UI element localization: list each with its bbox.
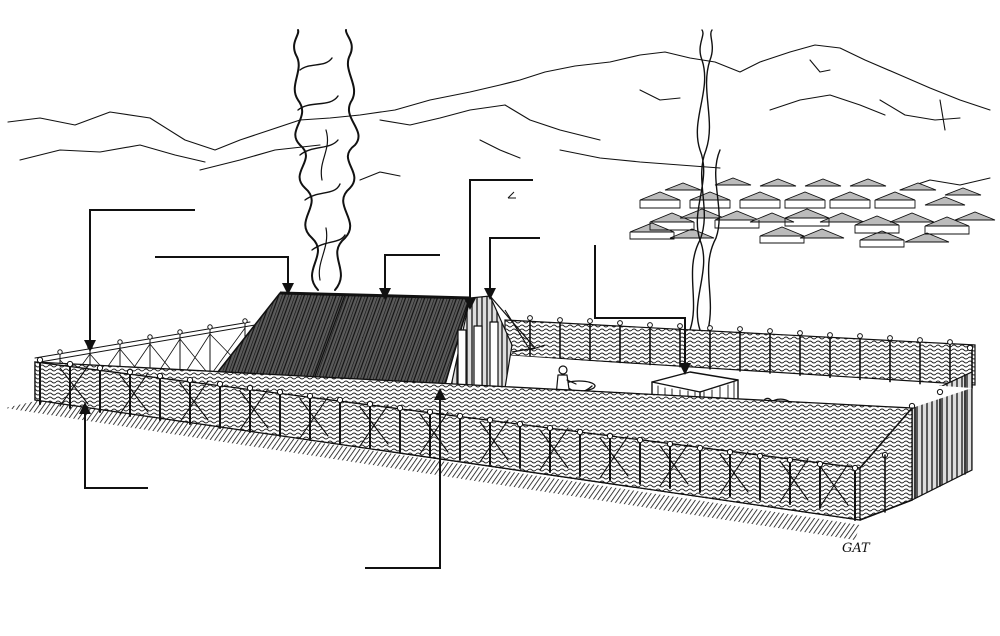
leader-outer-court-fence xyxy=(90,210,195,342)
tent-camp-icon xyxy=(630,178,995,247)
mountain-range xyxy=(8,45,990,190)
smoke-column-icon xyxy=(690,30,720,330)
leader-entrance-pillars xyxy=(490,238,540,290)
stray-mark xyxy=(508,192,516,198)
artist-signature: GAT xyxy=(842,542,870,555)
leader-roof-covering-left xyxy=(155,257,288,285)
leader-roof-covering-middle xyxy=(385,255,440,290)
leader-holy-of-holies xyxy=(470,180,533,300)
pillar-of-smoke-icon xyxy=(294,30,358,290)
